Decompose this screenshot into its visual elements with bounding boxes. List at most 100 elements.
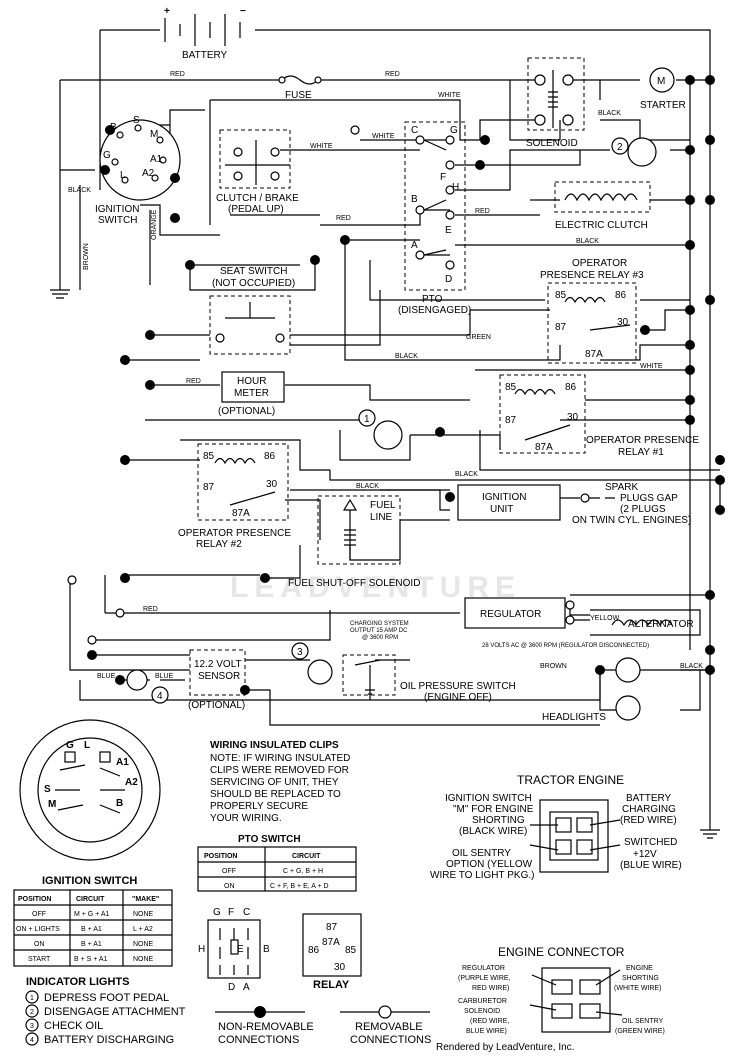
wire-white-4: WHITE [640,363,663,370]
spark-label-1: SPARK [605,482,638,493]
relay-face-title: RELAY [313,979,350,991]
seat-switch: SEAT SWITCH (NOT OCCUPIED) [209,266,295,355]
legend-nonremovable-2: CONNECTIONS [218,1034,299,1046]
pto-face-d: D [228,982,235,993]
pto-d-label: D [445,274,452,285]
spark-label-3: (2 PLUGS [620,504,666,515]
wire-black-1: BLACK [598,110,621,117]
clips-note: WIRING INSULATED CLIPS NOTE: IF WIRING I… [210,740,350,824]
fuel-shutoff-solenoid: FUEL LINE FUEL SHUT-OFF SOLENOID [288,495,420,589]
pto-b-label: B [411,194,418,205]
pto-g-label: G [450,125,458,136]
indicator-lamp-1: 1 [358,409,403,450]
te-lb-1: OIL SENTRY [452,848,511,859]
ign-table-r1c1: OFF [32,911,46,918]
relay-face-85: 85 [345,945,357,956]
relay1-85: 85 [505,382,517,393]
relay3-85: 85 [555,290,567,301]
clips-note-title: WIRING INSULATED CLIPS [210,740,339,751]
pto-table-r1c1: OFF [222,868,236,875]
ign-table-r2c2: B + A1 [81,926,102,933]
clips-note-line-4: SHOULD BE REPLACED TO [210,789,341,800]
spark-label-2: PLUGS GAP [620,493,678,504]
ign-table-r1c2: M + G + A1 [74,911,110,918]
electric-clutch-label: ELECTRIC CLUTCH [555,220,648,231]
ign-l-label: L [120,170,126,181]
legend-nonremovable-1: NON-REMOVABLE [218,1021,314,1033]
wire-black-5: BLACK [356,483,379,490]
hour-meter: HOUR METER (OPTIONAL) [218,371,285,417]
battery-minus-label: − [240,6,246,17]
wire-red-2: RED [385,71,400,78]
fuel-line-label-2: LINE [370,512,393,523]
tractor-engine-title: TRACTOR ENGINE [517,773,624,787]
pto-e-label: E [445,225,452,236]
ec-lt-3: RED WIRE) [472,985,509,992]
ec-rt-2: SHORTING [622,975,659,982]
volt-sensor-label-2: SENSOR [198,671,240,682]
operator-presence-relay-1: 85 86 87 30 87A OPERATOR PRESENCE RELAY … [499,374,699,458]
ec-rt-3: (WHITE WIRE) [614,985,661,992]
wire-white-3: WHITE [310,143,333,150]
relay3-87a: 87A [585,349,603,360]
pto-face: G F C H E B D A [198,907,270,993]
ign-m-label: M [150,129,158,140]
oil-pressure-switch: OIL PRESSURE SWITCH (ENGINE OFF) 3 [291,642,516,703]
ign-table-r2c3: L + A2 [133,926,153,933]
ign-a2-label: A2 [142,168,155,179]
hour-meter-label-2: METER [234,388,269,399]
battery-label: BATTERY [182,50,228,61]
pto-face-h: H [198,944,205,955]
te-lt-2: "M" FOR ENGINE [453,804,534,815]
clips-note-line-6: YOUR WIRING. [210,813,282,824]
relay-face-86: 86 [308,945,320,956]
ign-table-r4c3: NONE [133,956,154,963]
ignition-switch-label-2: SWITCH [98,215,137,226]
fuel-solenoid-label: FUEL SHUT-OFF SOLENOID [288,578,420,589]
pto-face-g: G [213,907,221,918]
relay3-label-2: PRESENCE RELAY #3 [540,270,644,281]
te-lb-3: WIRE TO LIGHT PKG.) [430,870,534,881]
volt-sensor-label-1: 12.2 VOLT [194,659,242,670]
indicator-lights: INDICATOR LIGHTS 1 DEPRESS FOOT PEDAL 2 … [25,976,186,1046]
ec-rb-2: (GREEN WIRE) [615,1028,665,1035]
pto-c-label: C [411,125,418,136]
wire-red-1: RED [170,71,185,78]
relay3-86: 86 [615,290,627,301]
pto-a-label: A [411,240,418,251]
wire-orange: ORANGE [151,209,158,240]
pto-face-f: F [228,907,234,918]
regulator-label: REGULATOR [480,609,541,620]
pto-label-1: PTO [422,294,443,305]
fuse-label: FUSE [285,90,312,101]
ec-lt-2: (PURPLE WIRE, [458,975,511,982]
ignition-unit-label-1: IGNITION [482,492,526,503]
face-g-label: G [66,740,74,751]
relay-face: 87 87A 86 85 30 RELAY [302,913,362,991]
te-rb-1: SWITCHED [624,837,677,848]
relay3-87: 87 [555,322,567,333]
wire-blue-1: BLUE [97,673,116,680]
wire-yellow: YELLOW [590,615,620,622]
lamp1-number: 1 [364,414,370,425]
indicator-3-num: 3 [30,1023,34,1030]
ec-lb-2: SOLENOID [464,1008,500,1015]
te-rt-1: BATTERY [626,793,672,804]
ec-rt-1: ENGINE [626,965,653,972]
ignition-table-title: IGNITION SWITCH [42,875,137,887]
lamp2-number: 2 [617,142,623,153]
wire-brown-1: BROWN [540,663,567,670]
face-a2-label: A2 [125,777,138,788]
ign-table-r4c1: START [28,956,51,963]
relay1-30: 30 [567,412,579,423]
ign-table-h3: "MAKE" [132,896,159,903]
ignition-unit-label-2: UNIT [490,504,513,515]
relay-face-87: 87 [326,922,338,933]
ign-s-label: S [133,115,140,126]
seat-switch-label-1: SEAT SWITCH [220,266,287,277]
wire-red-3: RED [336,215,351,222]
volt-sensor: 12.2 VOLT SENSOR (OPTIONAL) 4 [126,649,246,711]
legend-removable-1: REMOVABLE [355,1021,423,1033]
charging-note-2: OUTPUT 15 AMP DC [350,628,408,634]
pto-h-label: H [452,182,459,193]
